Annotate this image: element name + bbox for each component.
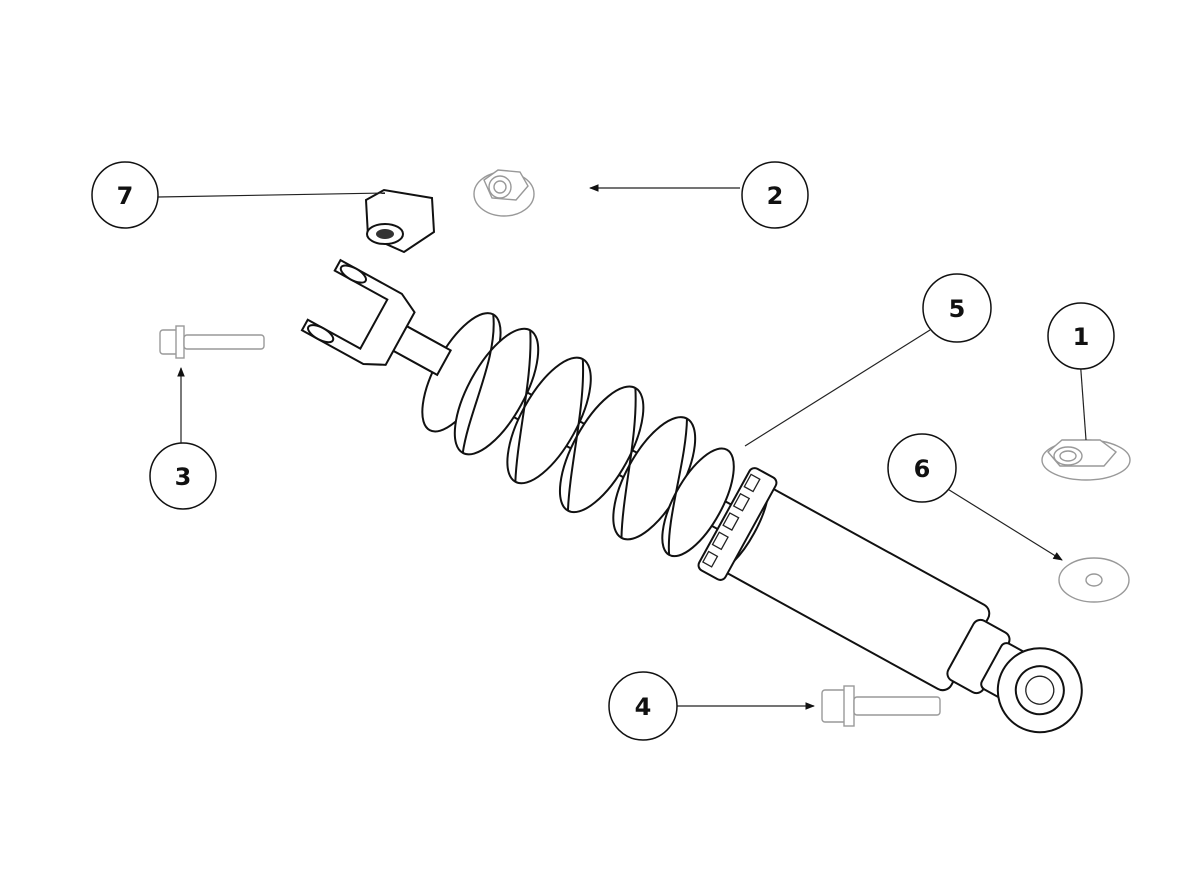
flange-bolt bbox=[159, 325, 265, 359]
callout-5: 5 bbox=[922, 273, 992, 343]
leader-line-5 bbox=[744, 329, 931, 447]
callout-2: 2 bbox=[741, 161, 809, 229]
bushing bbox=[364, 188, 436, 254]
callout-4: 4 bbox=[608, 671, 678, 741]
leader-line-6 bbox=[945, 487, 1063, 561]
callout-1: 1 bbox=[1047, 302, 1115, 370]
callout-label: 2 bbox=[767, 182, 784, 210]
leader-line-7 bbox=[157, 192, 386, 198]
leader-line-1 bbox=[1076, 357, 1087, 441]
washer bbox=[1058, 557, 1130, 603]
callout-label: 7 bbox=[117, 182, 134, 210]
callout-label: 3 bbox=[175, 463, 192, 491]
callout-label: 4 bbox=[635, 693, 652, 721]
flange-nut bbox=[473, 169, 535, 217]
callout-label: 6 bbox=[914, 455, 931, 483]
callout-label: 5 bbox=[949, 295, 966, 323]
shock-absorber bbox=[300, 258, 1083, 734]
flange-bolt bbox=[821, 685, 941, 727]
flange-nut bbox=[1041, 439, 1131, 481]
callout-3: 3 bbox=[149, 442, 217, 510]
callout-7: 7 bbox=[91, 161, 159, 229]
callout-label: 1 bbox=[1073, 323, 1090, 351]
callout-6: 6 bbox=[887, 433, 957, 503]
